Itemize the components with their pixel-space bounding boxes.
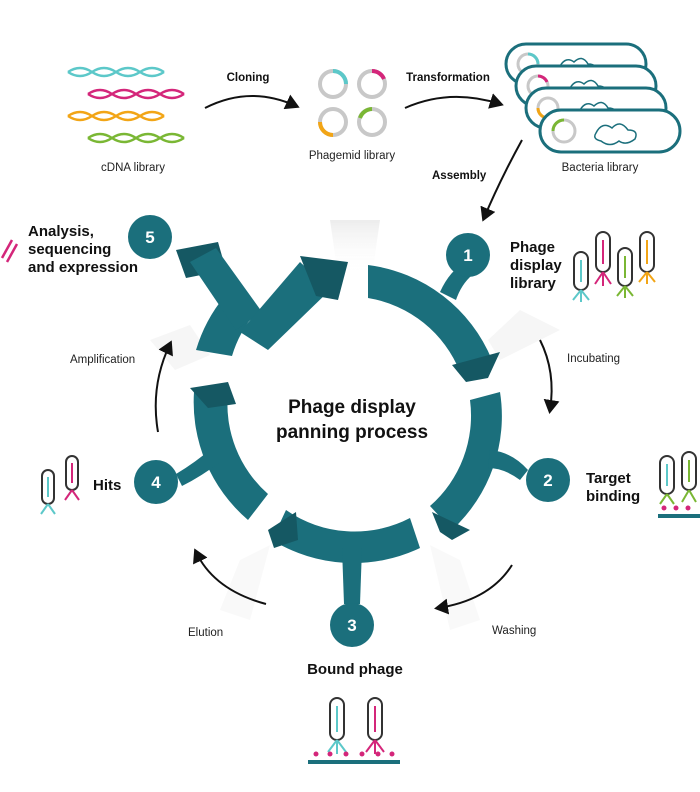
background-rays xyxy=(150,220,560,630)
bacterium-4 xyxy=(538,108,682,154)
cloning-label: Cloning xyxy=(227,72,270,84)
center-title-line2: panning process xyxy=(276,422,428,443)
phagemid-library-label: Phagemid library xyxy=(309,150,396,162)
step-5-label-line1: Analysis, xyxy=(28,223,94,240)
ring-chevron-5b xyxy=(300,256,348,300)
cloning-arrow xyxy=(204,94,300,110)
phage-icon xyxy=(638,231,656,284)
ring-segment-1 xyxy=(368,265,492,372)
incubating-arrow xyxy=(539,339,560,414)
ring-chevron-2 xyxy=(432,512,470,540)
center-title-line1: Phage display xyxy=(288,397,416,418)
step-2-badge: 2 xyxy=(488,450,570,502)
washing-label: Washing xyxy=(492,625,536,637)
hits-illustration xyxy=(40,455,80,515)
step-5-badge: 5 xyxy=(128,215,172,259)
ring-segment-2 xyxy=(430,392,502,530)
step-1-label-line1: Phage xyxy=(510,239,555,256)
cdna-library-label: cDNA library xyxy=(101,162,165,174)
phagemid-library-icon xyxy=(318,69,387,137)
step-3-label: Bound phage xyxy=(307,661,403,678)
step-1-number: 1 xyxy=(463,246,472,265)
step-3-number: 3 xyxy=(347,616,356,635)
ring-chevron-1 xyxy=(452,352,500,382)
ring-arm-5b xyxy=(240,262,330,350)
step-2-label-line1: Target xyxy=(586,470,631,487)
transformation-label: Transformation xyxy=(406,72,490,84)
amplification-label: Amplification xyxy=(70,354,135,366)
step-2-number: 2 xyxy=(543,471,552,490)
phage-icon xyxy=(616,247,634,298)
phage-library-illustration xyxy=(572,231,656,302)
transformation-arrow xyxy=(404,93,504,109)
phage-icon xyxy=(594,231,612,286)
target-binding-illustration xyxy=(658,451,700,518)
step-1-badge: 1 xyxy=(440,233,490,300)
amplification-arrow xyxy=(154,340,173,433)
dna-strand-green xyxy=(87,132,185,144)
step-4-label: Hits xyxy=(93,477,121,494)
phage-icon xyxy=(572,251,590,302)
elution-label: Elution xyxy=(188,627,223,639)
ring-chevron-3 xyxy=(268,512,298,548)
step-3-badge: 3 xyxy=(330,548,374,647)
step-4-number: 4 xyxy=(151,473,161,492)
ring-segment-4 xyxy=(193,392,268,520)
bound-phage-illustration xyxy=(308,697,400,764)
assembly-label: Assembly xyxy=(432,170,487,182)
ring-chevron-4 xyxy=(190,382,236,408)
step-5-label-line2: sequencing xyxy=(28,241,111,258)
washing-arrow xyxy=(434,564,513,615)
panning-cycle-ring xyxy=(176,242,502,564)
incubating-label: Incubating xyxy=(567,353,620,365)
dna-strand-orange xyxy=(67,110,165,122)
ring-arm-5 xyxy=(190,248,262,330)
cdna-library-icon xyxy=(67,66,185,144)
step-5-number: 5 xyxy=(145,228,154,247)
step-1-label-line3: library xyxy=(510,275,557,292)
dna-strand-cyan xyxy=(67,66,165,78)
bacteria-library-label: Bacteria library xyxy=(562,162,639,174)
bacteria-library-icon xyxy=(504,42,682,154)
assembly-arrow xyxy=(480,139,523,222)
step-1-label-line2: display xyxy=(510,257,562,274)
ring-segment-3 xyxy=(272,510,420,564)
step-4-badge: 4 xyxy=(134,448,220,504)
antibody-icon xyxy=(0,239,19,263)
step-5-label-line3: and expression xyxy=(28,259,138,276)
elution-arrow xyxy=(193,548,267,605)
dna-strand-magenta xyxy=(87,88,185,100)
step-2-label-line2: binding xyxy=(586,488,640,505)
